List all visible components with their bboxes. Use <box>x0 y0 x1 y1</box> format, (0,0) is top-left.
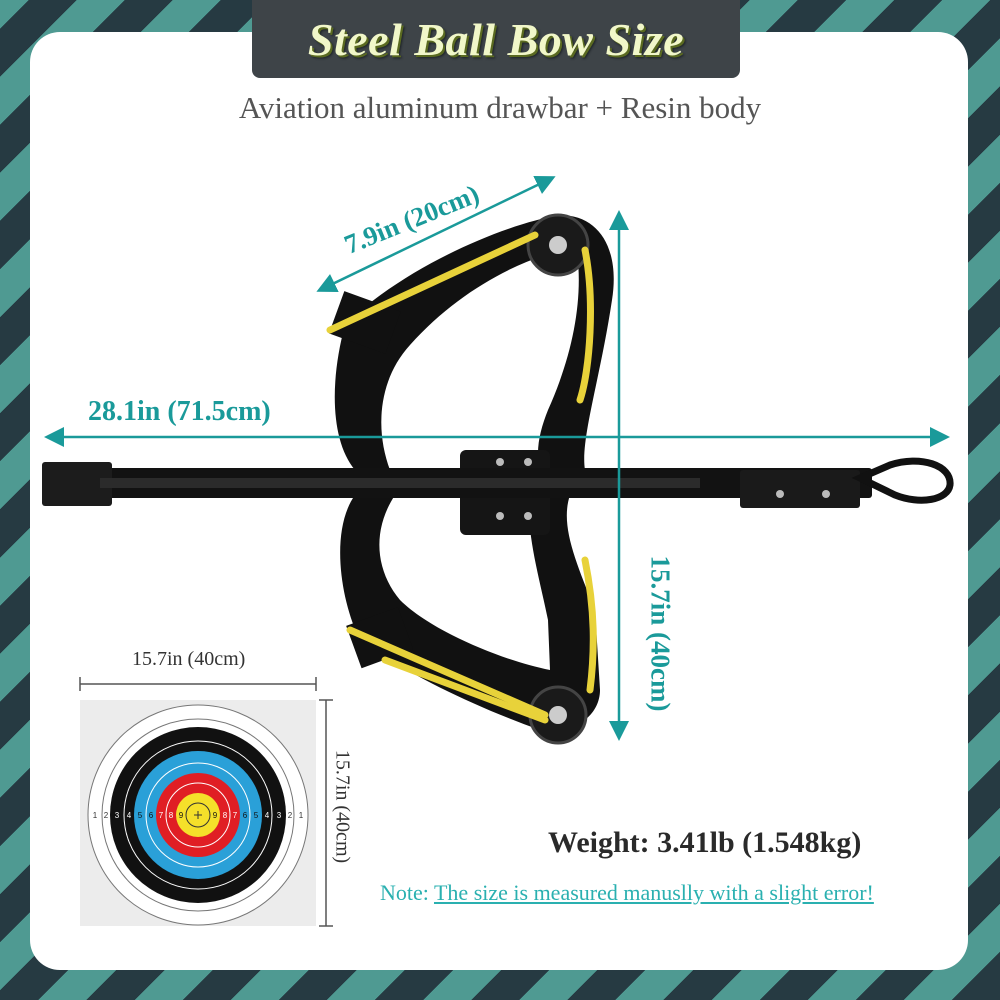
note-text: The size is measured manuslly with a sli… <box>433 880 874 905</box>
target-ring-number: 9 <box>179 811 184 820</box>
material-subtitle: Aviation aluminum drawbar + Resin body <box>238 90 762 125</box>
title-banner: Steel Ball Bow Size <box>252 0 740 78</box>
target-ring-number: 6 <box>243 811 248 820</box>
target-ring-number: 4 <box>265 811 270 820</box>
target-ring-number: 8 <box>223 811 228 820</box>
overall-length-label: 28.1in (71.5cm) <box>88 396 271 427</box>
target-ring-number: 8 <box>169 811 174 820</box>
target-width-label: 15.7in (40cm) <box>132 648 246 670</box>
target-ring-number: 5 <box>138 811 143 820</box>
page-title: Steel Ball Bow Size <box>307 13 685 65</box>
note-prefix: Note: <box>380 880 434 905</box>
target-ring-number: 1 <box>299 811 304 820</box>
target-ring-number: 7 <box>159 811 164 820</box>
target-height-label: 15.7in (40cm) <box>331 749 354 864</box>
target-ring-number: 7 <box>233 811 238 820</box>
drawbar-rail <box>42 457 954 508</box>
weight-label: Weight: 3.41lb (1.548kg) <box>548 826 862 859</box>
dimension-arrows <box>44 175 950 741</box>
target-ring-number: 4 <box>127 811 132 820</box>
target-ring-number: 2 <box>288 811 293 820</box>
target-ring-number: 9 <box>213 811 218 820</box>
target-ring-number: 5 <box>254 811 259 820</box>
target-ring-number: 6 <box>149 811 154 820</box>
target-ring-number: 3 <box>115 811 120 820</box>
target-ring-number: 1 <box>93 811 98 820</box>
height-label: 15.7in (40cm) <box>645 555 676 712</box>
target-ring-number: 2 <box>104 811 109 820</box>
target-ring-number: 3 <box>277 811 282 820</box>
measurement-note: Note: The size is measured manuslly with… <box>380 880 874 906</box>
